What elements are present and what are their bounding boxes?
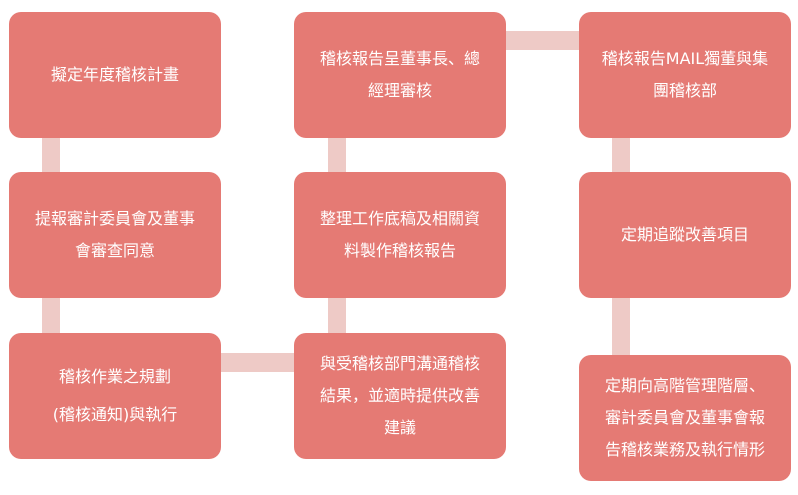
step-text: 與受稽核部門溝通稽核: [319, 354, 480, 373]
step-9-box: 定期向高階管理階層、審計委員會及董事會報告稽核業務及執行情形: [579, 355, 791, 481]
step-text: 定期追蹤改善項目: [620, 225, 749, 244]
connector: [221, 353, 294, 372]
connector: [328, 298, 346, 333]
step-text: 經理審核: [367, 81, 432, 100]
step-text: 審計委員會及董事會報: [604, 408, 765, 427]
step-text: 定期向高階管理階層、: [604, 376, 765, 395]
step-6-box: 稽核報告呈董事長、總經理審核: [294, 12, 506, 138]
connector: [42, 298, 60, 333]
step-text: 稽核報告呈董事長、總: [319, 49, 480, 68]
connector: [42, 137, 60, 172]
step-text: 整理工作底稿及相關資: [319, 209, 480, 228]
connector: [505, 31, 579, 50]
step-text: 稽核報告MAIL獨董與集: [601, 49, 769, 68]
step-text: 建議: [383, 418, 416, 437]
step-7-box: 稽核報告MAIL獨董與集團稽核部: [579, 12, 791, 138]
step-1-box: 擬定年度稽核計畫: [9, 12, 221, 138]
step-4-box: 與受稽核部門溝通稽核結果，並適時提供改善建議: [294, 333, 506, 459]
connector: [612, 137, 630, 172]
step-text: 提報審計委員會及董事: [34, 209, 195, 228]
step-3-box: 稽核作業之規劃 (稽核通知)與執行: [9, 333, 221, 459]
step-text: 擬定年度稽核計畫: [50, 65, 179, 84]
step-text: 稽核作業之規劃: [58, 367, 171, 386]
step-text: 料製作稽核報告: [343, 241, 456, 260]
step-text: 團稽核部: [652, 81, 717, 100]
step-text: 結果，並適時提供改善: [319, 386, 480, 405]
step-5-box: 整理工作底稿及相關資料製作稽核報告: [294, 172, 506, 298]
step-text: 會審查同意: [74, 241, 155, 260]
step-text: 告稽核業務及執行情形: [604, 440, 765, 459]
step-text: (稽核通知)與執行: [52, 405, 178, 424]
step-8-box: 定期追蹤改善項目: [579, 172, 791, 298]
connector: [612, 298, 630, 355]
step-2-box: 提報審計委員會及董事會審查同意: [9, 172, 221, 298]
connector: [328, 137, 346, 172]
